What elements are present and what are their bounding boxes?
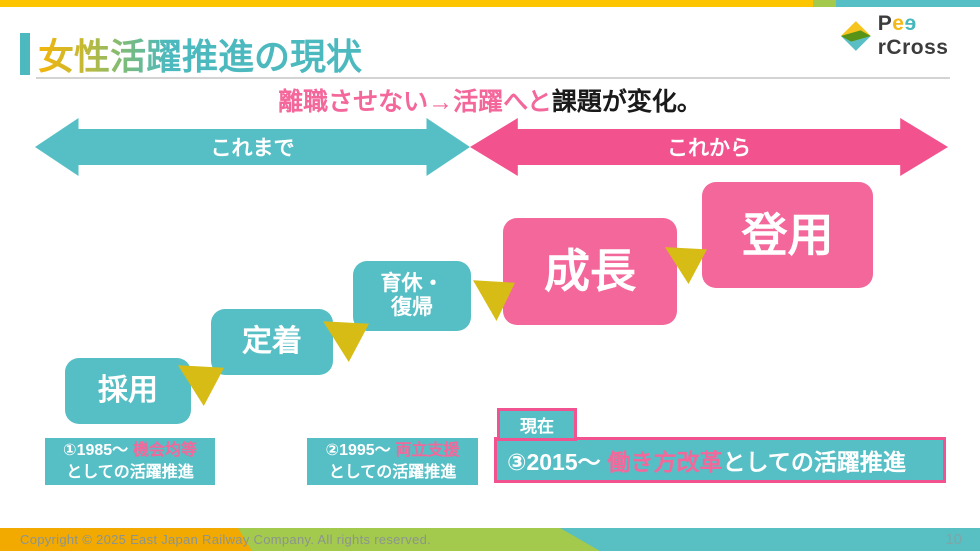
title-underline (36, 77, 950, 79)
milestone-1995: ②1995〜両立支援 としての活躍推進 (307, 438, 478, 485)
milestone-2015-highlight: 働き方改革 (607, 449, 723, 475)
step-promotion: 登用 (702, 182, 873, 288)
logo-letter-e2: e (904, 12, 917, 35)
milestone-1985-line1: ①1985〜機会均等 (63, 440, 197, 461)
title-accent-bar (20, 33, 30, 75)
logo-diamond-icon (840, 21, 871, 51)
top-bar-yellow-segment (0, 0, 813, 7)
copyright-text: Copyright © 2025 East Japan Railway Comp… (20, 532, 432, 547)
logo-letter-p: P (877, 12, 893, 35)
step-retention: 定着 (211, 309, 333, 375)
page-number: 10 (945, 531, 962, 548)
milestone-1985-highlight: 機会均等 (132, 442, 197, 460)
milestone-1995-highlight: 両立支援 (395, 442, 460, 460)
logo: PeerCross (840, 12, 980, 60)
logo-letter-e1: e (892, 12, 905, 35)
step-leave-return: 育休・ 復帰 (353, 261, 471, 331)
subtitle-rest: 課題が変化。 (551, 88, 702, 116)
top-bar-green-segment (813, 0, 836, 7)
timeline-arrow-future-label: これから (667, 137, 751, 160)
top-bar-teal-segment (836, 0, 980, 7)
top-bar (0, 0, 980, 7)
footer-orange-segment (0, 528, 252, 551)
milestone-1985-period: ①1985〜 (63, 442, 129, 460)
milestone-2015-period: ③2015〜 (507, 449, 601, 475)
page-title: 女性活躍推進の現状 (38, 28, 362, 80)
step-hiring: 採用 (65, 358, 191, 424)
milestone-2015-suffix: としての活躍推進 (722, 449, 906, 475)
timeline-arrow-past: これまで (35, 118, 470, 176)
milestone-1985: ①1985〜機会均等 としての活躍推進 (45, 438, 215, 485)
current-badge: 現在 (497, 408, 577, 441)
milestone-1985-suffix: としての活躍推進 (66, 463, 194, 481)
logo-letters-rcross: rCross (877, 36, 949, 59)
logo-text: PeerCross (878, 12, 980, 60)
milestone-1995-period: ②1995〜 (325, 442, 391, 460)
step-growth: 成長 (503, 218, 677, 325)
milestone-1995-suffix: としての活躍推進 (328, 463, 457, 481)
timeline-arrow-past-label: これまで (210, 137, 295, 160)
subtitle: 離職させない→活躍へと課題が変化。 (0, 82, 980, 118)
milestone-1995-line1: ②1995〜両立支援 (326, 440, 460, 461)
footer-bar: Copyright © 2025 East Japan Railway Comp… (0, 528, 980, 551)
subtitle-highlight: 離職させない→活躍へと (278, 88, 552, 116)
timeline-arrow-future: これから (470, 118, 948, 176)
milestone-2015: ③2015〜働き方改革としての活躍推進 (494, 437, 946, 483)
